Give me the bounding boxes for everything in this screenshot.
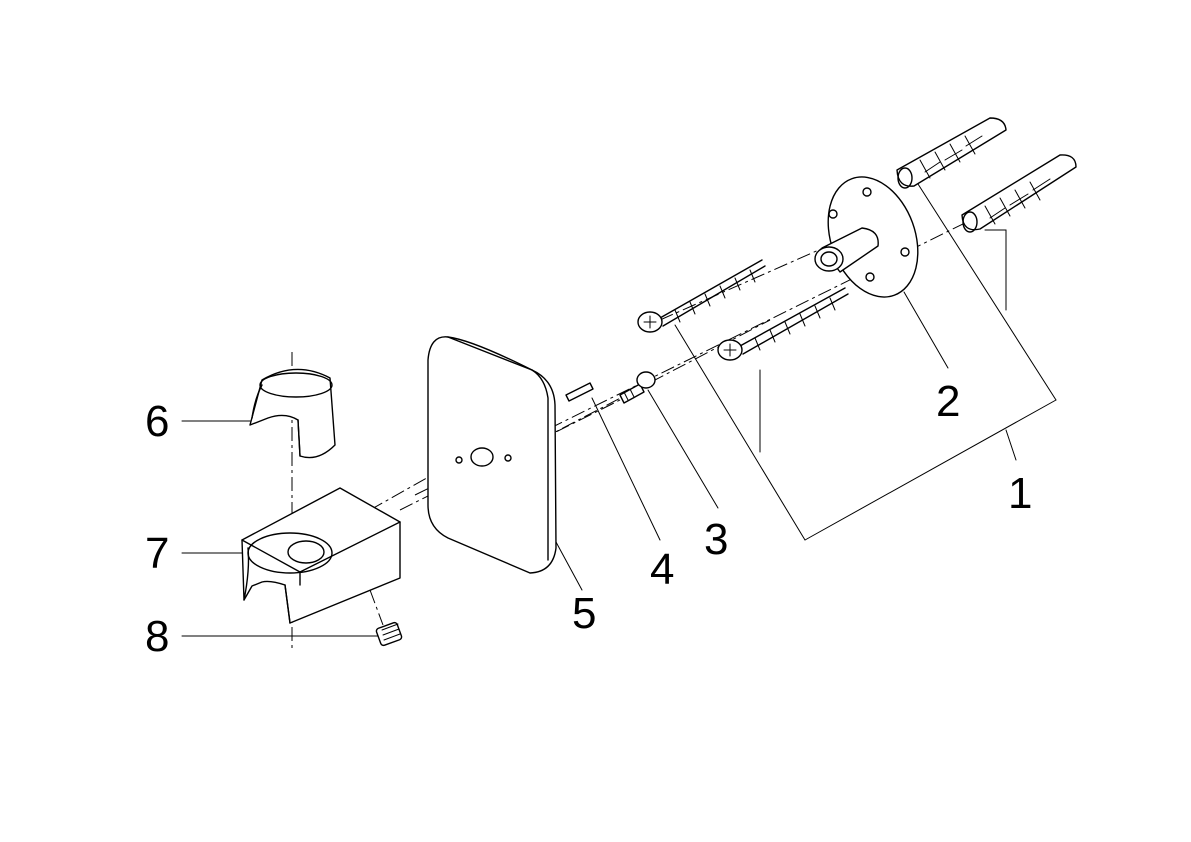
callout-8: 8 bbox=[145, 612, 170, 661]
wall-plate-part bbox=[427, 336, 557, 574]
wall-flange-part bbox=[814, 176, 919, 298]
callout-1: 1 bbox=[1008, 469, 1033, 518]
wall-plug-upper bbox=[896, 117, 1007, 189]
callout-2: 2 bbox=[936, 377, 961, 426]
wood-screw-upper bbox=[637, 259, 766, 333]
callout-3: 3 bbox=[704, 515, 729, 564]
wall-plug-lower bbox=[961, 154, 1077, 233]
callout-5: 5 bbox=[572, 589, 597, 638]
leader-lines bbox=[181, 183, 1057, 637]
fixing-screw-part bbox=[619, 371, 656, 404]
pin-part bbox=[565, 382, 594, 402]
callout-6: 6 bbox=[145, 397, 170, 446]
callout-4: 4 bbox=[650, 545, 675, 594]
callout-7: 7 bbox=[145, 529, 170, 578]
grub-screw-part bbox=[375, 621, 403, 647]
wood-screw-lower bbox=[717, 287, 849, 361]
shower-holder-part bbox=[241, 487, 401, 624]
clip-insert-part bbox=[249, 368, 336, 459]
